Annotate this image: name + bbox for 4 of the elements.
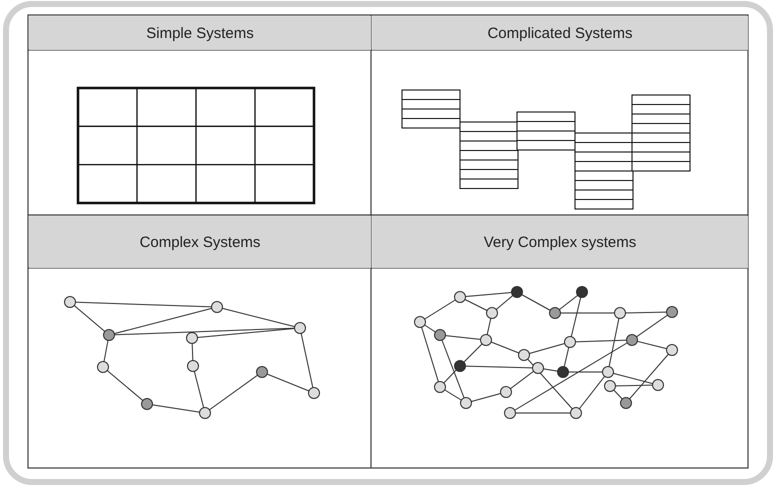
column-heading: Complex Systems bbox=[29, 216, 371, 268]
column-heading: Very Complex systems bbox=[372, 216, 748, 268]
column-heading: Simple Systems bbox=[29, 16, 371, 50]
column-heading: Complicated Systems bbox=[372, 16, 748, 50]
